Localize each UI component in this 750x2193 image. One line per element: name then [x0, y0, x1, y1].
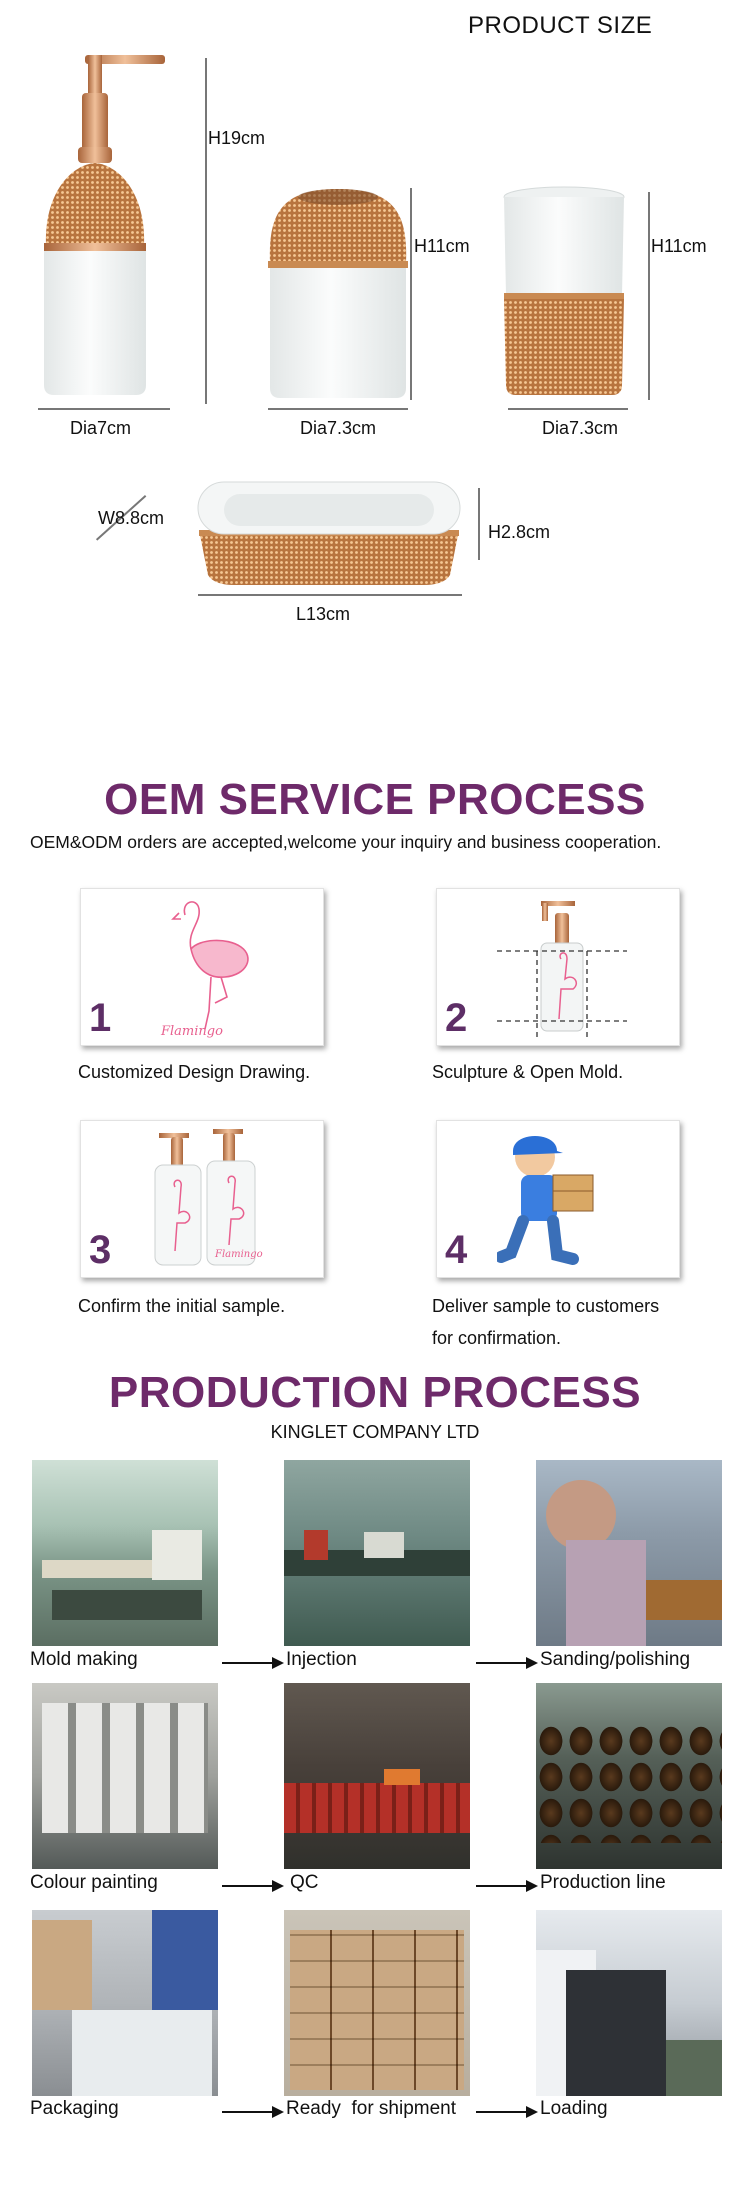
dish-length-label: L13cm [296, 604, 351, 624]
oem-step-2-card: 2 [436, 888, 680, 1046]
arrow-1 [222, 1656, 284, 1670]
tumbler-dia-line [508, 408, 628, 410]
step-1-caption: Customized Design Drawing. [78, 1062, 311, 1082]
step-loading-label: Loading [540, 2098, 608, 2119]
step-production-line-label: Production line [540, 1872, 666, 1893]
company-name: KINGLET COMPANY LTD [270, 1422, 480, 1442]
soap-dish-image [194, 480, 464, 590]
oem-subtitle: OEM&ODM orders are accepted,welcome your… [30, 832, 662, 852]
step-4-number: 4 [445, 1228, 468, 1272]
oem-step-3-card: Flamingo 3 [80, 1120, 324, 1278]
tumbler-image [498, 185, 630, 400]
step-sanding-polishing-label: Sanding/polishing [540, 1649, 691, 1670]
tumbler-height-label: H11cm [651, 236, 707, 256]
holder-dia-line [268, 408, 408, 410]
arrow-4 [476, 1879, 538, 1893]
dish-height-label: H2.8cm [488, 522, 551, 542]
step-ready-for-shipment-label: Ready for shipment [286, 2098, 457, 2119]
delivery-man-icon [497, 1136, 594, 1265]
oem-step-4-card: 4 [436, 1120, 680, 1278]
tumbler-height-line [648, 192, 650, 400]
sanding-polishing-photo [536, 1460, 722, 1646]
dispenser-dia-label: Dia7cm [70, 418, 132, 438]
step-colour-painting-label: Colour painting [30, 1872, 158, 1893]
step-2-number: 2 [445, 996, 468, 1040]
production-title: PRODUCTION PROCESS [108, 1368, 642, 1417]
loading-photo [536, 1910, 722, 2096]
packaging-photo [32, 1910, 218, 2096]
production-line-photo [536, 1683, 722, 1869]
step-3-caption: Confirm the initial sample. [78, 1296, 286, 1316]
holder-dia-label: Dia7.3cm [300, 418, 377, 438]
product-size-heading: PRODUCT SIZE [468, 12, 653, 39]
step-mold-making-label: Mold making [30, 1649, 138, 1670]
mold-bottle-icon [497, 901, 627, 1039]
step-4-caption-line1: Deliver sample to customers [432, 1296, 660, 1316]
dish-width-label: W8.8cm [98, 508, 165, 528]
step-4-caption-line2: for confirmation. [432, 1328, 562, 1348]
dish-height-line [478, 488, 480, 560]
dispenser-dia-line [38, 408, 170, 410]
arrow-2 [476, 1656, 538, 1670]
injection-photo [284, 1460, 470, 1646]
dispenser-height-line [205, 58, 207, 404]
colour-painting-photo [32, 1683, 218, 1869]
step-packaging-label: Packaging [30, 2098, 119, 2119]
arrow-6 [476, 2105, 538, 2119]
bottle-script: Flamingo [214, 1249, 263, 1260]
step-2-caption: Sculpture & Open Mold. [432, 1062, 624, 1082]
step-injection-label: Injection [286, 1649, 357, 1670]
ready-for-shipment-photo [284, 1910, 470, 2096]
holder-height-line [410, 188, 412, 400]
toothbrush-holder-image [262, 183, 414, 403]
qc-photo [284, 1683, 470, 1869]
step-qc-label: QC [290, 1872, 319, 1893]
dispenser-height-label: H19cm [208, 128, 266, 148]
step-1-number: 1 [89, 996, 112, 1040]
flamingo-script: Flamingo [160, 1024, 223, 1038]
flamingo-sketch-icon: Flamingo [160, 901, 249, 1038]
oem-step-1-card: Flamingo 1 [80, 888, 324, 1046]
oem-title: OEM SERVICE PROCESS [104, 775, 646, 824]
dish-length-line [198, 594, 462, 596]
step-3-number: 3 [89, 1228, 112, 1272]
holder-height-label: H11cm [414, 236, 470, 256]
arrow-3 [222, 1879, 284, 1893]
mold-making-photo [32, 1460, 218, 1646]
soap-dispenser-image [30, 55, 190, 400]
arrow-5 [222, 2105, 284, 2119]
tumbler-dia-label: Dia7.3cm [542, 418, 619, 438]
sample-bottles-icon: Flamingo [154, 1129, 263, 1266]
